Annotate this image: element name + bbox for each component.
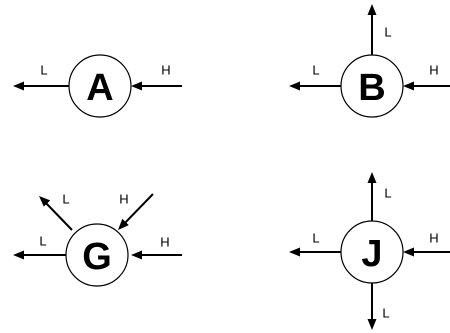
node-circle-j	[340, 220, 404, 284]
arrowhead-g-out-upper-left	[39, 196, 51, 207]
arrow-label-a-in-right: H	[161, 63, 170, 78]
node-b: H L L B	[289, 4, 450, 118]
arrow-label-b-out-left: L	[312, 63, 319, 78]
arrowhead-g-in-upper-right	[118, 218, 129, 230]
arrowhead-b-in-right	[403, 81, 414, 91]
arrow-label-b-out-up: L	[384, 25, 391, 40]
arrow-line-g-in-upper-right	[122, 193, 154, 226]
arrowhead-g-in-right	[131, 250, 142, 260]
arrowhead-j-in-right	[403, 247, 414, 257]
node-g: H H L L G	[13, 192, 182, 287]
arrow-line-g-out-upper-left	[44, 201, 73, 231]
arrowhead-j-out-up	[367, 172, 377, 183]
node-letter-a: A	[86, 67, 113, 109]
arrowhead-j-out-down	[367, 319, 377, 330]
arrow-label-b-in-right: H	[429, 63, 438, 78]
arrow-label-g-in-upper-right: H	[119, 192, 128, 207]
arrow-label-j-out-down: L	[382, 306, 389, 321]
arrow-label-g-in-right: H	[160, 235, 169, 250]
node-a: H L A	[13, 54, 182, 118]
node-letter-g: G	[82, 236, 112, 278]
node-letter-j: J	[361, 233, 382, 275]
node-letter-b: B	[358, 67, 385, 109]
arrowhead-g-out-left	[13, 250, 24, 260]
node-circle-a	[68, 54, 132, 118]
arrow-label-g-out-left: L	[39, 234, 46, 249]
arrowhead-j-out-left	[289, 247, 300, 257]
arrow-label-a-out-left: L	[40, 63, 47, 78]
arrowhead-b-out-up	[367, 4, 377, 15]
arrowhead-a-in-right	[131, 81, 142, 91]
arrow-label-j-out-left: L	[312, 231, 319, 246]
arrow-label-j-in-right: H	[429, 231, 438, 246]
node-circle-b	[340, 54, 404, 118]
node-circle-g	[65, 223, 129, 287]
arrow-label-j-out-up: L	[384, 186, 391, 201]
arrowhead-b-out-left	[289, 81, 300, 91]
arrowhead-a-out-left	[13, 81, 24, 91]
arrow-label-g-out-upper-left: L	[62, 192, 69, 207]
node-j: H L L L J	[289, 172, 450, 330]
